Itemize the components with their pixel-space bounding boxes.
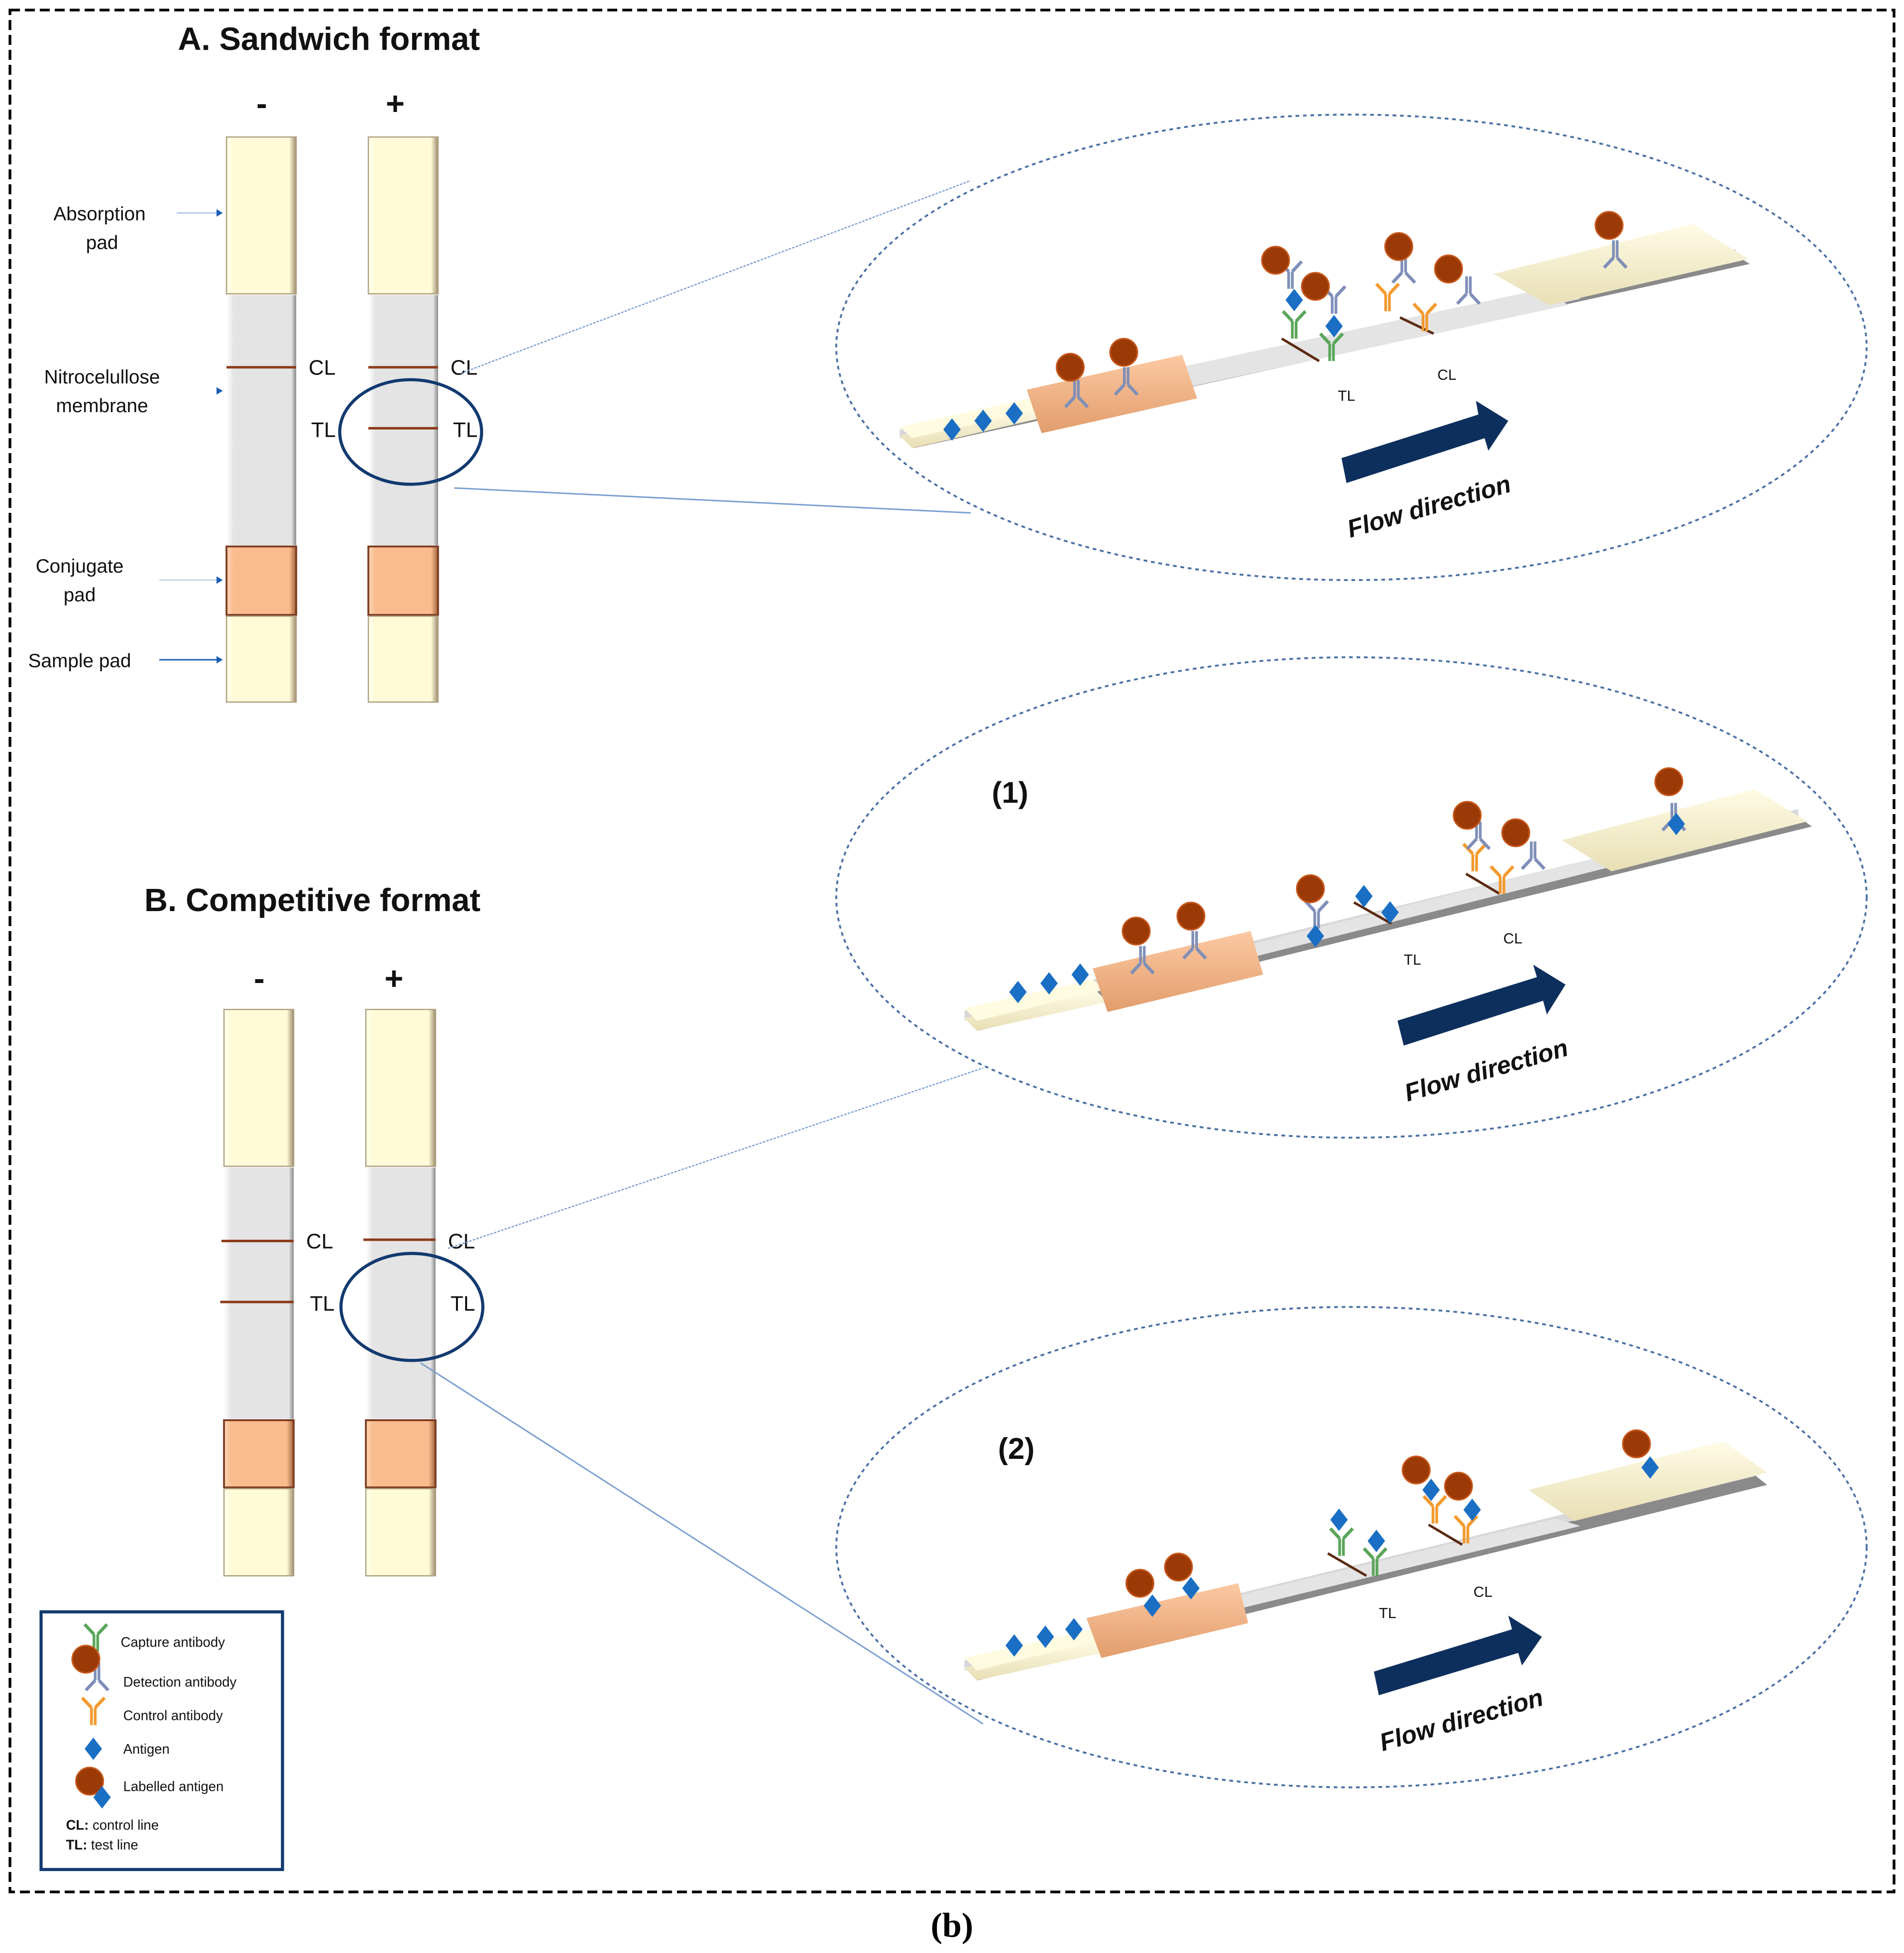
- competitive-pos-cl-label: CL: [448, 1230, 475, 1253]
- conjugate-pad-label-2: pad: [64, 584, 96, 606]
- legend-labelled-antigen-label: Labelled antigen: [123, 1779, 223, 1795]
- sandwich-neg-sign: -: [256, 85, 267, 122]
- sandwich-neg-cl-label: CL: [309, 356, 336, 380]
- competitive-zoom-detail-2: (2) TL CL Flow direction: [835, 1306, 1868, 1788]
- outer-dashed-frame: [8, 9, 1896, 1894]
- competitive-zoom-circle: [339, 1252, 484, 1362]
- competitive-neg-cl-label: CL: [306, 1230, 333, 1253]
- sandwich-negative-strip: [225, 136, 297, 703]
- zoom-2-cl-label: CL: [1474, 1583, 1493, 1600]
- legend-control-label: Control antibody: [123, 1708, 223, 1724]
- zoom-2-tl-label: TL: [1379, 1605, 1396, 1621]
- flow-direction-arrow: [1397, 964, 1566, 1046]
- legend-cl-definition: CL: control line: [66, 1817, 159, 1833]
- membrane-label-2: membrane: [56, 395, 148, 416]
- competitive-neg-sign: -: [254, 961, 264, 997]
- sandwich-pos-cl-label: CL: [451, 356, 478, 380]
- competitive-pos-sign: +: [385, 961, 403, 997]
- competitive-negative-strip: [220, 1009, 295, 1577]
- membrane-label: Nitrocelullose: [44, 367, 160, 388]
- competitive-pos-tl-label: TL: [451, 1292, 475, 1316]
- absorption-pad-label-2: pad: [86, 232, 118, 253]
- zoom-a-cl-label: CL: [1437, 366, 1457, 383]
- sandwich-neg-tl-label: TL: [311, 418, 336, 442]
- sample-pad-label: Sample pad: [28, 651, 131, 672]
- sandwich-zoom-detail: TL CL Flow direction: [835, 113, 1868, 581]
- sandwich-title: A. Sandwich format: [178, 21, 480, 57]
- competitive-positive-strip: [363, 1009, 437, 1577]
- flow-direction-arrow: [1341, 401, 1508, 483]
- zoom-1-cl-label: CL: [1504, 930, 1523, 947]
- legend-tl-definition: TL: test line: [66, 1838, 138, 1853]
- legend: Capture antibody Detection antibody Cont…: [39, 1610, 284, 1871]
- figure-caption: (b): [931, 1906, 973, 1944]
- competitive-zoom-detail-1: (1) TL CL Flow direction: [835, 656, 1868, 1139]
- panel-2-label: (2): [998, 1432, 1035, 1466]
- legend-detection-label: Detection antibody: [123, 1675, 237, 1690]
- flow-direction-arrow: [1374, 1615, 1542, 1695]
- competitive-neg-tl-label: TL: [310, 1292, 334, 1316]
- sandwich-pos-tl-label: TL: [453, 418, 478, 442]
- zoom-1-tl-label: TL: [1404, 951, 1421, 968]
- conjugate-pad-label: Conjugate: [36, 556, 124, 577]
- legend-capture-label: Capture antibody: [121, 1634, 225, 1650]
- absorption-pad-label: Absorption: [54, 204, 146, 225]
- panel-1-label: (1): [992, 776, 1029, 810]
- legend-antigen-label: Antigen: [123, 1742, 169, 1757]
- competitive-title: B. Competitive format: [144, 882, 481, 918]
- sandwich-positive-strip: [367, 136, 439, 703]
- zoom-a-tl-label: TL: [1338, 388, 1355, 404]
- sandwich-zoom-circle: [338, 378, 483, 486]
- sandwich-pos-sign: +: [386, 85, 405, 122]
